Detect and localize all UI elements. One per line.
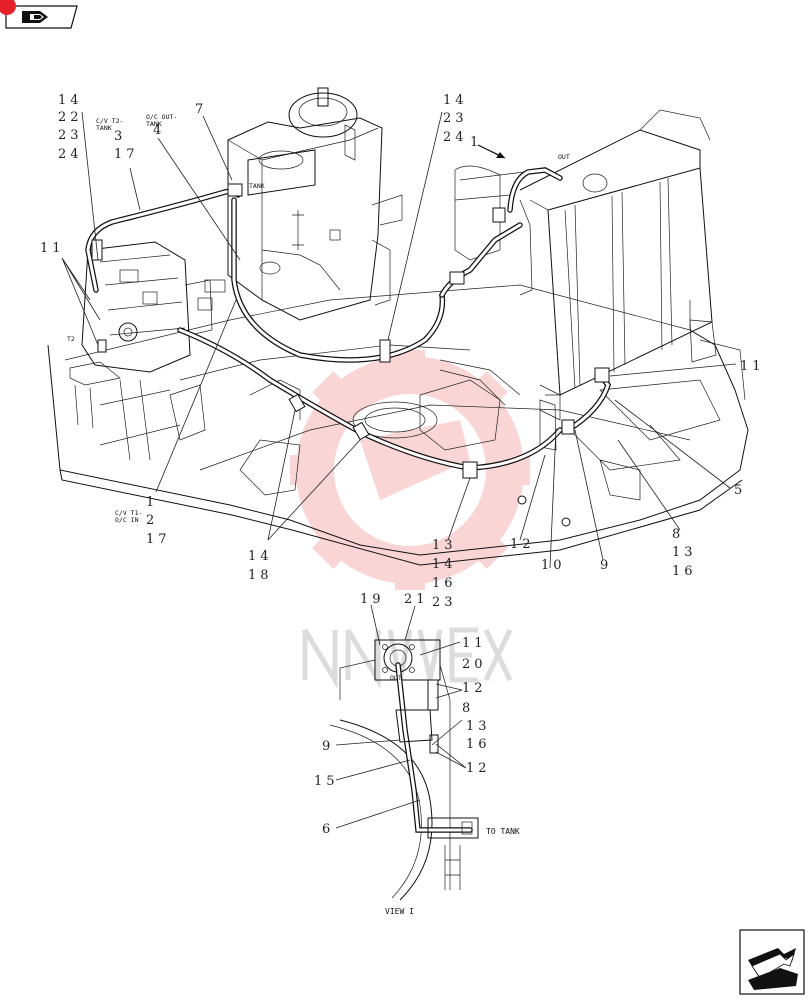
part-label: 24 (443, 130, 468, 145)
notification-badge (0, 0, 16, 15)
part-label: 23 (443, 111, 468, 126)
part-label: 13 (672, 545, 697, 560)
part-label: 7 (195, 102, 207, 117)
part-label: 14 (248, 549, 273, 564)
part-label: 11 (462, 636, 487, 651)
part-label: 12 (510, 537, 535, 552)
part-label: 10 (541, 558, 566, 573)
oil-cooler (519, 109, 717, 451)
hose-fittings (91, 183, 610, 527)
next-page-button[interactable] (739, 929, 805, 995)
part-label: 9 (322, 739, 334, 754)
part-label: 15 (314, 774, 339, 789)
book-arrow-icon (22, 11, 48, 23)
note-oc-out-tank: O/C OUT- (146, 113, 177, 121)
part-label: 11 (740, 359, 765, 374)
hose-oc-out-tank (231, 197, 446, 363)
view-arrow-head (496, 152, 505, 158)
part-labels: 14 22 23 24 17 3 11 4 7 14 23 24 1 11 5 … (40, 93, 765, 837)
part-label: 16 (432, 576, 457, 591)
note-to-tank: TO TANK (486, 827, 520, 836)
part-label: 13 (466, 719, 491, 734)
part-label: 16 (672, 564, 697, 579)
hose-cv-t2-tank (85, 188, 241, 293)
hydraulic-tank (227, 87, 403, 321)
part-label: 19 (360, 592, 385, 607)
part-label: 11 (40, 241, 65, 256)
note-cv-t2-tank: C/V T2- (96, 117, 123, 125)
part-label: 17 (146, 532, 171, 547)
part-label: 9 (600, 558, 612, 573)
part-label: 20 (462, 657, 487, 672)
part-label: 24 (58, 147, 83, 162)
part-label: 8 (672, 527, 684, 542)
part-label: 1 (470, 135, 482, 150)
note-t2: T2 (67, 335, 75, 343)
part-label: 14 (58, 93, 83, 108)
part-label: 12 (462, 681, 487, 696)
part-label: 18 (248, 568, 273, 583)
note-cv-t1: C/V T1- (115, 509, 142, 517)
prev-page-button[interactable] (5, 5, 78, 29)
control-valve (69, 241, 226, 429)
arrow-page-icon (748, 948, 798, 990)
note-cv-t2-tank: TANK (96, 124, 112, 132)
part-label: 23 (432, 595, 457, 610)
part-label: 22 (58, 110, 83, 125)
note-out-small: OUT (390, 674, 402, 682)
part-label: 12 (466, 761, 491, 776)
view-i-detail (329, 639, 479, 901)
part-label: 23 (58, 128, 83, 143)
part-label: 4 (153, 123, 165, 138)
annotations: C/V T2- TANK O/C OUT- TANK TANK OUT T2 C… (67, 113, 570, 916)
part-label: 16 (466, 737, 491, 752)
note-out: OUT (558, 153, 570, 161)
part-label: 13 (432, 538, 457, 553)
watermark-logo (290, 350, 530, 590)
part-label: 3 (114, 129, 126, 144)
part-label: 5 (734, 483, 746, 498)
part-label: 14 (443, 93, 468, 108)
part-label: 8 (462, 701, 474, 716)
part-label: 17 (114, 147, 139, 162)
part-label: 1 (146, 495, 158, 510)
note-tank: TANK (249, 182, 265, 190)
part-label: 14 (432, 557, 457, 572)
view-title: VIEW I (385, 907, 414, 916)
part-label: 6 (322, 822, 334, 837)
note-oc-out-tank: TANK (146, 120, 162, 128)
leader-lines (61, 111, 737, 829)
part-label: 2 (146, 513, 158, 528)
note-oc-in: O/C IN (115, 516, 139, 524)
part-label: 21 (404, 592, 429, 607)
hose-cooler-upper (507, 167, 563, 213)
